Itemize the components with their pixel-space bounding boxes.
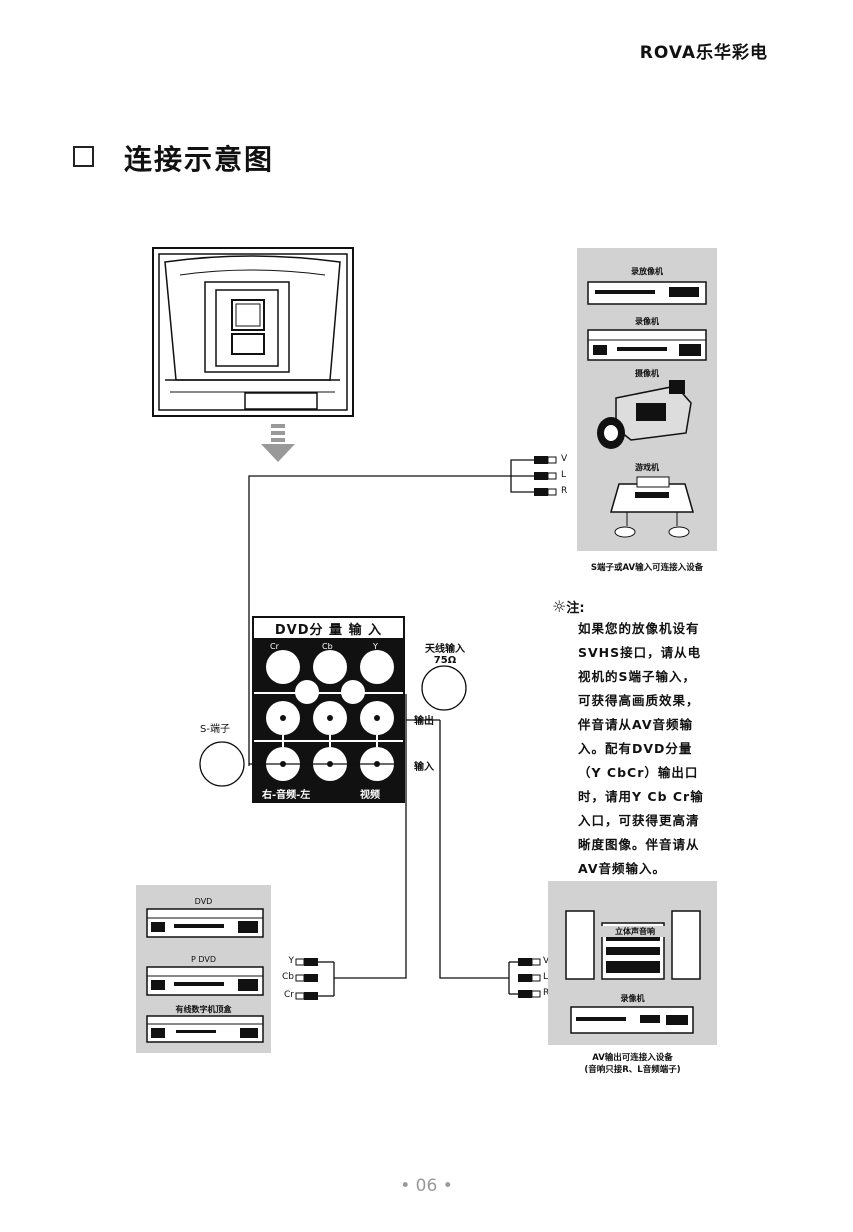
rca-plugs-bottom-right — [518, 958, 541, 998]
note-line: AV音频输入。 — [578, 861, 666, 876]
pdvd-player-icon — [146, 966, 264, 996]
sun-icon: ☼ — [552, 597, 567, 616]
device-label-stereo: 立体声音响 — [600, 926, 670, 937]
audio-rl-label: 右-音频-左 — [262, 790, 311, 801]
output-label: 输出 — [414, 716, 434, 727]
device-label-vcr-player: 录放像机 — [631, 267, 663, 276]
note-line: 伴音请从AV音频输 — [578, 717, 694, 732]
section-title: 连接示意图 — [73, 138, 274, 178]
note-line: 视机的S端子输入， — [578, 669, 697, 684]
output-devices-panel: 立体声音响 录像机 — [548, 881, 717, 1045]
vcr-player-icon — [587, 281, 707, 305]
device-label-vcr-bottom: 录像机 — [620, 994, 645, 1003]
brand-logo: ROVA乐华彩电 — [639, 43, 768, 63]
set-top-box-icon — [146, 1015, 264, 1043]
rca-label-l-bottom: L — [543, 972, 549, 982]
game-console-icon — [610, 476, 694, 538]
output-devices-caption: AV输出可连接入设备 (音响只接R、L音频端子) — [584, 1053, 681, 1075]
rca-plugs-bottom-left — [295, 958, 318, 1000]
tv-rear-illustration — [152, 247, 354, 417]
note-line: 晰度图像。伴音请从 — [578, 837, 700, 852]
rca-label-r-bottom: R — [543, 988, 550, 998]
component-devices-panel: DVD P DVD 有线数字机顶盒 — [136, 885, 271, 1053]
connector-panel — [249, 616, 405, 803]
camcorder-icon — [597, 380, 692, 449]
connection-lines — [248, 459, 534, 997]
section-title-text: 连接示意图 — [124, 143, 275, 176]
jack-label-cb: Cb — [322, 642, 333, 651]
note-body: 如果您的放像机设有 SVHS接口，请从电 视机的S端子输入， 可获得高画质效果，… — [578, 617, 728, 881]
vcr-icon — [587, 329, 707, 361]
panel-header: DVD分 量 输 入 — [274, 623, 383, 638]
note-line: 如果您的放像机设有 — [578, 621, 700, 636]
device-label-pdvd: P DVD — [190, 955, 217, 964]
input-label: 输入 — [414, 762, 434, 773]
device-label-vcr: 录像机 — [635, 317, 659, 326]
dvd-player-icon — [146, 908, 264, 938]
jack-label-y: Y — [373, 642, 378, 651]
antenna-label: 天线输入 75Ω — [425, 644, 465, 666]
rca-label-r-top: R — [561, 486, 568, 496]
note-line: 可获得高画质效果， — [578, 693, 700, 708]
rca-plugs-top — [534, 456, 557, 496]
rca-label-l-top: L — [561, 470, 567, 480]
device-label-set-top-box: 有线数字机顶盒 — [175, 1005, 232, 1014]
note-line: （Y CbCr）输出口 — [578, 765, 699, 780]
vcr-bottom-icon — [570, 1006, 694, 1034]
note-line: SVHS接口，请从电 — [578, 645, 702, 660]
stereo-system-icon — [565, 910, 701, 980]
s-terminal-jack — [199, 741, 245, 787]
input-devices-caption: S端子或AV输入可连接入设备 — [590, 563, 704, 573]
note-line: 入口，可获得更高清 — [578, 813, 700, 828]
input-devices-panel: 录放像机 录像机 摄像机 游戏机 — [577, 248, 717, 551]
device-label-camcorder: 摄像机 — [635, 369, 659, 378]
rca-label-v-bottom: V — [543, 956, 550, 966]
antenna-jack — [421, 665, 467, 711]
rca-label-v-top: V — [561, 454, 568, 464]
device-label-game-console: 游戏机 — [635, 463, 659, 472]
checkbox-square-icon — [73, 146, 94, 167]
down-arrow-icon — [261, 424, 295, 462]
page-number: • 06 • — [400, 1176, 453, 1196]
note-line: 入。配有DVD分量 — [578, 741, 693, 756]
rca-label-y: Y — [288, 956, 295, 966]
video-label: 视频 — [360, 790, 380, 801]
device-label-dvd: DVD — [194, 897, 213, 906]
rca-label-cb: Cb — [282, 972, 294, 982]
note-line: 时，请用Y Cb Cr输 — [578, 789, 704, 804]
rca-label-cr: Cr — [284, 990, 294, 1000]
jack-label-cr: Cr — [270, 642, 279, 651]
note-title: ☼注: — [552, 597, 585, 616]
s-terminal-label: S-端子 — [200, 724, 230, 735]
